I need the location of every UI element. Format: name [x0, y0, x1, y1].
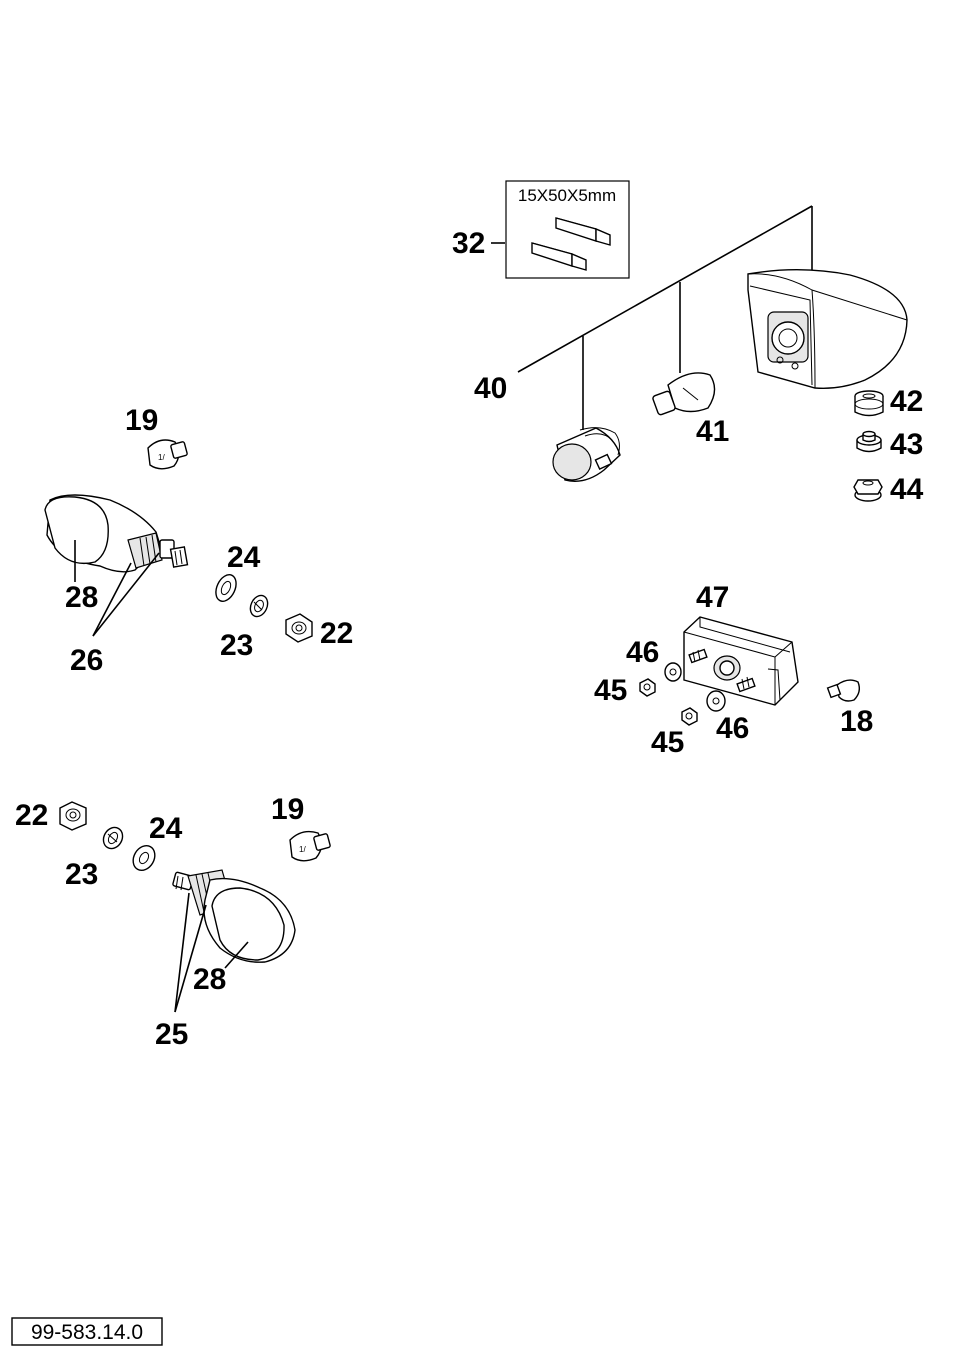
callout-26: 26 — [70, 644, 103, 677]
callout-18: 18 — [840, 705, 873, 738]
flange-nut-icon — [853, 479, 883, 502]
washer-icon — [706, 690, 726, 712]
drawing-reference-number: 99-583.14.0 — [31, 1321, 143, 1344]
callout-42: 42 — [890, 385, 923, 418]
pad-dimension-label: 15X50X5mm — [518, 186, 616, 205]
lock-washer-icon — [249, 594, 269, 618]
callout-46-upper: 46 — [626, 636, 659, 669]
license-plate-lamp-icon — [683, 616, 799, 706]
callout-23-lower: 23 — [65, 858, 98, 891]
turn-signal-left-lower-icon — [172, 869, 296, 963]
callout-24-upper: 24 — [227, 541, 261, 574]
callout-28-upper: 28 — [65, 581, 98, 614]
washer-icon — [132, 844, 156, 872]
callout-45-upper: 45 — [594, 674, 627, 707]
callout-22-lower: 22 — [15, 799, 48, 832]
callout-28-lower: 28 — [193, 963, 226, 996]
callout-24-lower: 24 — [149, 812, 183, 845]
callout-32: 32 — [452, 227, 485, 260]
washer-icon — [664, 662, 682, 682]
callout-40: 40 — [474, 372, 507, 405]
plate-bulb-icon — [826, 679, 861, 702]
hex-nut-icon — [681, 707, 698, 726]
pad-kit-box: 15X50X5mm — [491, 180, 630, 279]
svg-text:1/: 1/ — [299, 845, 306, 854]
callout-46-lower: 46 — [716, 712, 749, 745]
tail-bulb-icon — [652, 372, 716, 416]
drawing-reference-box: 99-583.14.0 — [11, 1317, 163, 1346]
washer-icon — [215, 574, 237, 602]
callout-19-lower: 19 — [271, 793, 304, 826]
wiring-leader-lines — [517, 205, 813, 430]
callout-44: 44 — [890, 473, 924, 506]
tail-lamp-housing-icon — [747, 269, 908, 390]
hex-nut-icon — [285, 613, 313, 643]
rubber-pad-icon — [531, 217, 611, 271]
callout-25: 25 — [155, 1018, 188, 1051]
spacer-bushing-icon — [856, 430, 882, 453]
bulb-socket-icon — [552, 427, 621, 482]
indicator-bulb-icon: 1/ — [289, 830, 331, 862]
svg-text:1/: 1/ — [158, 453, 165, 462]
callout-22-upper: 22 — [320, 617, 353, 650]
callout-43: 43 — [890, 428, 923, 461]
callout-19-upper: 19 — [125, 404, 158, 437]
callout-41: 41 — [696, 415, 729, 448]
indicator-bulb-icon: 1/ — [147, 439, 188, 470]
turn-signal-left-upper-icon — [44, 494, 189, 573]
callout-45-lower: 45 — [651, 726, 684, 759]
lock-washer-icon — [102, 826, 124, 850]
hex-nut-icon — [639, 678, 656, 697]
callout-47: 47 — [696, 581, 729, 614]
rubber-grommet-icon — [854, 390, 884, 417]
callout-23-upper: 23 — [220, 629, 253, 662]
hex-nut-icon — [59, 801, 87, 831]
